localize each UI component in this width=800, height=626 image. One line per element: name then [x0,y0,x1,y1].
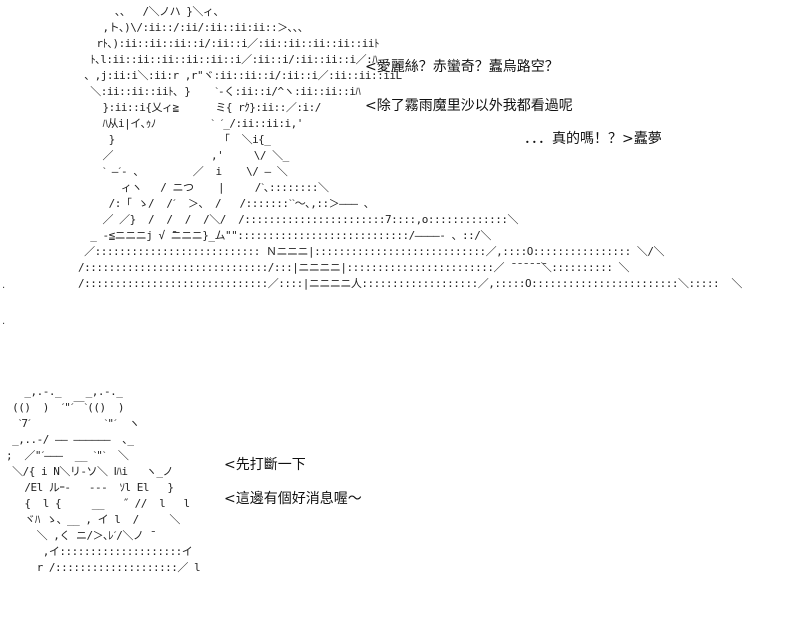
edge-mark: . [2,316,6,327]
ascii-art-frog: _,.-._ _,.-._ (() ) ˊ"ˊ￣ˋ(() ) ˋ7ˊ ˋ"ˊ ヽ… [6,385,201,574]
dialogue-line-1: <愛麗絲？赤蠻奇？蠹烏路空？ [365,59,559,75]
dialogue-line-3: ．．．真的嗎！？>蠹夢 [524,131,662,147]
edge-mark: . [2,280,6,291]
dialogue-line-4: <先打斷一下 [224,457,306,473]
dialogue-line-5: <這邊有個好消息喔～ [224,491,362,507]
dialogue-line-2: <除了霧雨魔里沙以外我都看過呢 [365,98,573,114]
ascii-art-character: 、、 /＼ノハ }＼ィ、 ,ト､)\/:ii::/:ii/:ii::ii:ii:… [78,5,742,290]
